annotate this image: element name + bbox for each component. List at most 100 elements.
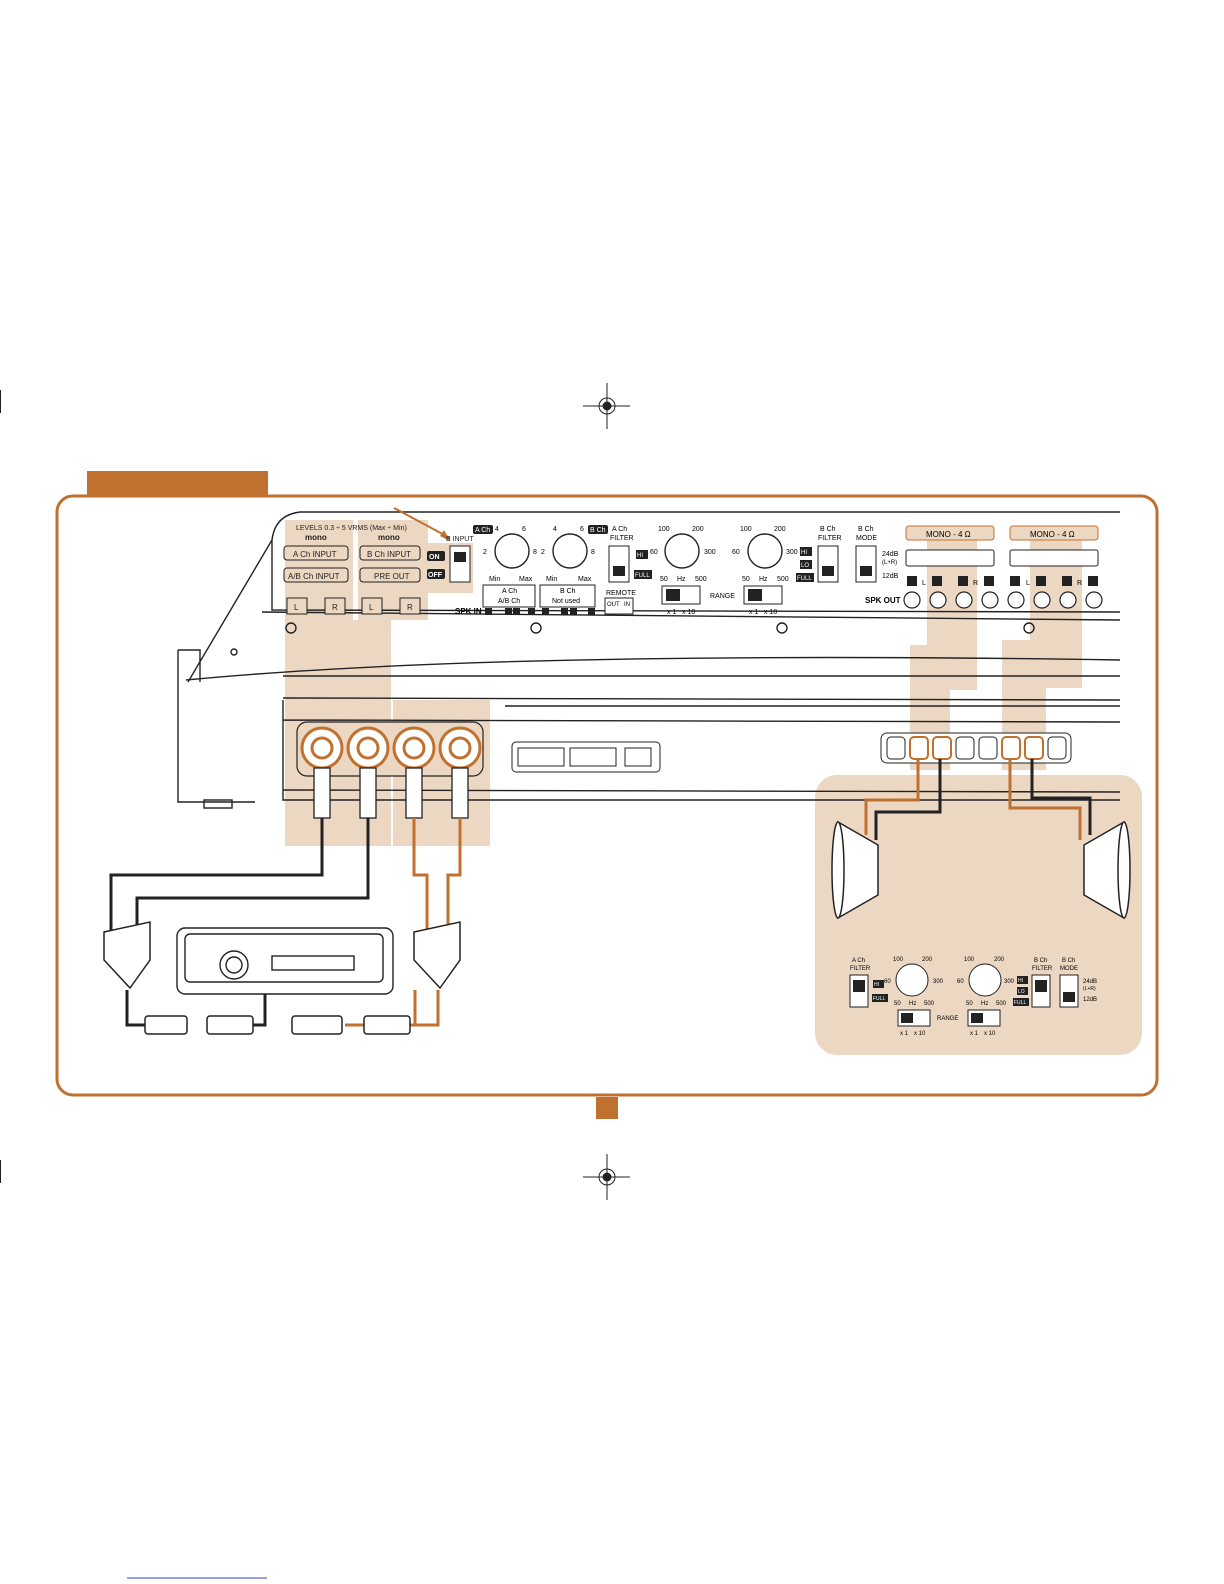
- spk-out-l-1: L: [922, 580, 926, 587]
- detail-12db: 12dB: [1083, 997, 1097, 1003]
- a-filter-hi: HI: [637, 553, 643, 559]
- ab-ch-input-label: A/B Ch INPUT: [288, 572, 340, 581]
- detail-b-500: 500: [996, 1001, 1007, 1007]
- b-filter-hi: HI: [801, 550, 807, 556]
- detail-a-hz: Hz: [909, 1001, 916, 1007]
- detail-a-full: FULL: [873, 996, 885, 1002]
- detail-a-filter-1: A Ch: [852, 958, 865, 964]
- a-freq-60: 60: [650, 549, 658, 556]
- a-freq-hz: Hz: [677, 576, 686, 583]
- detail-a-300: 300: [933, 979, 944, 985]
- b-ch-input-label: B Ch INPUT: [367, 550, 411, 559]
- gain-a-2: 2: [483, 549, 487, 556]
- gain-a-8: 8: [533, 549, 537, 556]
- detail-b-filter-1: B Ch: [1034, 958, 1047, 964]
- gain-b-2: 2: [541, 549, 545, 556]
- detail-a-hi: HI: [874, 982, 879, 988]
- speaker-wires: [864, 759, 1092, 840]
- detail-a-50: 50: [894, 1001, 901, 1007]
- b-input-switch[interactable]: [449, 545, 471, 583]
- input-l-1: L: [294, 603, 299, 612]
- b-filter-lo: LO: [801, 563, 809, 569]
- detail-range: RANGE: [937, 1016, 958, 1022]
- a-freq-300: 300: [704, 549, 716, 556]
- detail-a-60: 60: [884, 979, 891, 985]
- b-ch-gain-knob[interactable]: [552, 533, 588, 569]
- b-range-x1: x 1: [749, 609, 758, 616]
- b-freq-500: 500: [777, 576, 789, 583]
- mono-right-label: mono: [378, 533, 400, 542]
- mono-4-ohm-label-2: MONO - 4 Ω: [1030, 530, 1075, 539]
- detail-b-300: 300: [1004, 979, 1015, 985]
- detail-b-hz: Hz: [981, 1001, 988, 1007]
- detail-b-x10: x 10: [984, 1031, 996, 1037]
- mono-left-label: mono: [305, 533, 327, 542]
- a-range-x10: x 10: [682, 609, 695, 616]
- b-freq-hz: Hz: [759, 576, 768, 583]
- a-filter-label-1: A Ch: [612, 526, 627, 533]
- b-freq-knob[interactable]: [747, 533, 783, 569]
- detail-a-500: 500: [924, 1001, 935, 1007]
- rca-plugs: [313, 767, 469, 819]
- speakers: [831, 820, 1131, 920]
- pre-out-label: PRE OUT: [374, 572, 410, 581]
- gain-b-min: Min: [546, 576, 557, 583]
- a-freq-200: 200: [692, 526, 704, 533]
- remote-out: OUT: [607, 602, 620, 608]
- a-freq-knob[interactable]: [664, 533, 700, 569]
- gain-a-4: 4: [495, 526, 499, 533]
- gain-a-max: Max: [519, 576, 533, 583]
- b-freq-50: 50: [742, 576, 750, 583]
- a-ch-gain-knob[interactable]: [494, 533, 530, 569]
- detail-a-filter-2: FILTER: [850, 966, 871, 972]
- a-freq-100: 100: [658, 526, 670, 533]
- spk-in-b-ch: B Ch: [560, 588, 576, 595]
- gain-b-6: 6: [580, 526, 584, 533]
- detail-a-knob: [895, 963, 929, 997]
- section-tab: [87, 471, 268, 496]
- levels-label: LEVELS 0.3 ÷ 5 VRMS (Max ÷ Min): [296, 525, 407, 532]
- a-filter-label-2: FILTER: [610, 535, 634, 542]
- spk-in-ab-ch: A/B Ch: [498, 598, 520, 605]
- detail-b-100: 100: [964, 957, 975, 963]
- b-filter-switch[interactable]: [817, 545, 839, 583]
- b-mode-lr: (L+R): [882, 560, 897, 566]
- detail-b-mode-1: B Ch: [1062, 958, 1075, 964]
- rca-input-jacks: [296, 721, 484, 777]
- filter-detail: A Ch FILTER HI FULL 100 200 60 300 50 Hz…: [849, 957, 1097, 1037]
- a-freq-50: 50: [660, 576, 668, 583]
- b-freq-300: 300: [786, 549, 798, 556]
- remote-in: IN: [624, 602, 630, 608]
- detail-b-50: 50: [966, 1001, 973, 1007]
- head-unit: [176, 927, 394, 995]
- a-freq-500: 500: [695, 576, 707, 583]
- detail-b-hi: HI: [1018, 978, 1023, 984]
- input-r-1: R: [332, 603, 338, 612]
- a-filter-switch[interactable]: [608, 545, 630, 583]
- spk-out-r-2: R: [1077, 580, 1082, 587]
- page-number-tab: [596, 1097, 618, 1119]
- a-ch-input-label: A Ch INPUT: [293, 550, 337, 559]
- detail-b-lo: LO: [1018, 989, 1025, 995]
- b-freq-200: 200: [774, 526, 786, 533]
- input-l-2: L: [369, 603, 374, 612]
- detail-b-full: FULL: [1014, 1000, 1026, 1006]
- b-mode-24db: 24dB: [882, 551, 899, 558]
- detail-24db: 24dB: [1083, 979, 1097, 985]
- b-mode-label-2: MODE: [856, 535, 877, 542]
- detail-b-200: 200: [994, 957, 1005, 963]
- terminal-blocks: [511, 732, 1072, 773]
- a-ch-tag: A Ch: [475, 527, 490, 534]
- gain-a-6: 6: [522, 526, 526, 533]
- spk-out-label: SPK OUT: [865, 596, 901, 605]
- detail-a-x10: x 10: [914, 1031, 926, 1037]
- b-mode-switch[interactable]: [855, 545, 877, 583]
- detail-lr: (L+R): [1083, 986, 1096, 992]
- b-input-label: B INPUT: [446, 536, 474, 543]
- remote-label: REMOTE: [606, 590, 636, 597]
- detail-a-200: 200: [922, 957, 933, 963]
- off-label: OFF: [428, 572, 443, 579]
- control-panel: LEVELS 0.3 ÷ 5 VRMS (Max ÷ Min) mono mon…: [283, 507, 1103, 616]
- input-r-2: R: [407, 603, 413, 612]
